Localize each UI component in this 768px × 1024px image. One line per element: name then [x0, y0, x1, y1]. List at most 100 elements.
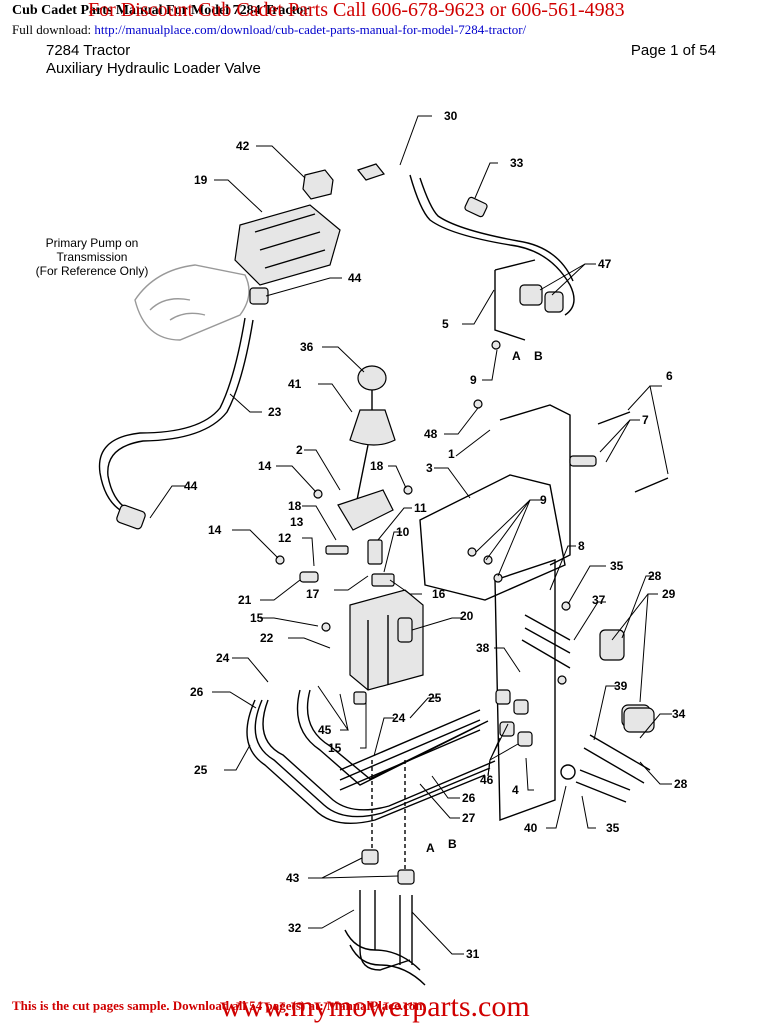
callout-label: 8 [578, 539, 585, 553]
callout-leaders [149, 115, 672, 955]
mounting-plate-drawing [499, 404, 571, 566]
footer-note: This is the cut pages sample. Download a… [12, 998, 427, 1013]
callout-label: 11 [414, 501, 427, 515]
pump-body-drawing [234, 204, 341, 286]
hose-drawing [521, 614, 571, 669]
page-indicator: Page 1 of 54 [630, 42, 716, 59]
loader-valve-drawing [349, 589, 424, 691]
callout-label: 15 [328, 741, 342, 755]
lever-bracket-drawing [337, 489, 394, 531]
hose-bundle-drawing [246, 689, 496, 825]
callout-label: 40 [524, 821, 538, 835]
coupler-manifold-drawing [344, 849, 426, 986]
reference-note-line: Primary Pump on [46, 236, 139, 250]
fitting-drawing [302, 163, 386, 200]
callout-label: 19 [194, 173, 208, 187]
callout-label: 14 [208, 523, 222, 537]
callout-label: 32 [288, 921, 302, 935]
port-fitting-drawing [499, 721, 515, 737]
callout-label: 2 [296, 443, 303, 457]
primary-pump-drawing [134, 264, 250, 341]
callout-label: 17 [306, 587, 320, 601]
port-labels: A B A B [426, 349, 543, 855]
callout-label: 35 [606, 821, 620, 835]
callout-label: 3 [426, 461, 433, 475]
callout-label: 23 [268, 405, 282, 419]
callout-label: 46 [480, 773, 494, 787]
download-label: Full download: [12, 22, 92, 37]
port-fitting-drawing [517, 731, 533, 747]
port-label-a: A [512, 349, 521, 363]
callout-label: 24 [392, 711, 406, 725]
callout-label: 18 [370, 459, 384, 473]
callout-label: 38 [476, 641, 490, 655]
section-title: Auxiliary Hydraulic Loader Valve [46, 60, 261, 77]
port-label-b: B [448, 837, 457, 851]
callout-label: 36 [300, 340, 314, 354]
coupler-drawing [599, 629, 625, 661]
fitting-drawing [249, 287, 269, 305]
hose-drawing [107, 319, 254, 513]
callout-label: 30 [444, 109, 458, 123]
callout-label: 37 [592, 593, 606, 607]
port-label-a: A [426, 841, 435, 855]
bracket-drawing [494, 259, 536, 341]
callout-label: 1 [448, 447, 455, 461]
callout-label: 26 [190, 685, 204, 699]
footer-url[interactable]: www.mymowerparts.com [220, 990, 530, 1023]
callout-label: 10 [396, 525, 410, 539]
callout-label: 9 [470, 373, 477, 387]
callout-label: 9 [540, 493, 547, 507]
callout-label: 14 [258, 459, 272, 473]
port-fitting-drawing [513, 699, 529, 715]
callout-label: 43 [286, 871, 300, 885]
hardware-drawing [275, 340, 669, 733]
callout-label: 33 [510, 156, 524, 170]
hose-drawing [575, 769, 631, 803]
callout-label: 15 [250, 611, 264, 625]
callout-label: 44 [184, 479, 198, 493]
download-link[interactable]: http://manualplace.com/download/cub-cade… [94, 22, 527, 37]
tube-drawing [419, 177, 574, 282]
callout-label: 26 [462, 791, 476, 805]
hose-drawing [583, 734, 651, 784]
callout-label: 41 [288, 377, 302, 391]
callout-label: 45 [318, 723, 332, 737]
control-lever-drawing [349, 365, 396, 511]
mounting-plate-drawing [419, 474, 566, 601]
callout-label: 4 [512, 783, 519, 797]
callout-label: 27 [462, 811, 476, 825]
reference-note-line: (For Reference Only) [36, 264, 149, 278]
callout-label: 35 [610, 559, 624, 573]
callout-label: 22 [260, 631, 274, 645]
callout-label: 29 [662, 587, 676, 601]
callout-label: 6 [666, 369, 673, 383]
callout-labels: 30 42 33 19 47 44 5 36 9 41 23 6 7 48 1 … [184, 109, 688, 961]
callout-label: 16 [432, 587, 446, 601]
port-fitting-drawing [495, 689, 511, 705]
fitting-drawing [464, 196, 564, 313]
callout-label: 31 [466, 947, 480, 961]
callout-label: 28 [674, 777, 688, 791]
port-label-b: B [534, 349, 543, 363]
callout-label: 24 [216, 651, 230, 665]
document-title: Cub Cadet Parts Manual For Model 7284 Tr… [12, 3, 310, 18]
callout-label: 39 [614, 679, 628, 693]
callout-label: 18 [288, 499, 302, 513]
callout-label: 20 [460, 609, 474, 623]
reference-note-line: Transmission [57, 250, 128, 264]
tube-drawing [409, 174, 575, 316]
callout-label: 5 [442, 317, 449, 331]
fitting-drawing [116, 504, 146, 530]
callout-label: 44 [348, 271, 362, 285]
callout-label: 48 [424, 427, 438, 441]
model-name: 7284 Tractor [46, 42, 131, 59]
hose-drawing [98, 317, 246, 514]
download-line: Full download: http://manualplace.com/do… [12, 22, 526, 38]
callout-label: 28 [648, 569, 662, 583]
callout-label: 12 [278, 531, 292, 545]
callout-label: 13 [290, 515, 304, 529]
promo-banner: For Discount Cub Cadet Parts Call 606-67… [88, 0, 625, 21]
side-panel-drawing [494, 559, 556, 821]
